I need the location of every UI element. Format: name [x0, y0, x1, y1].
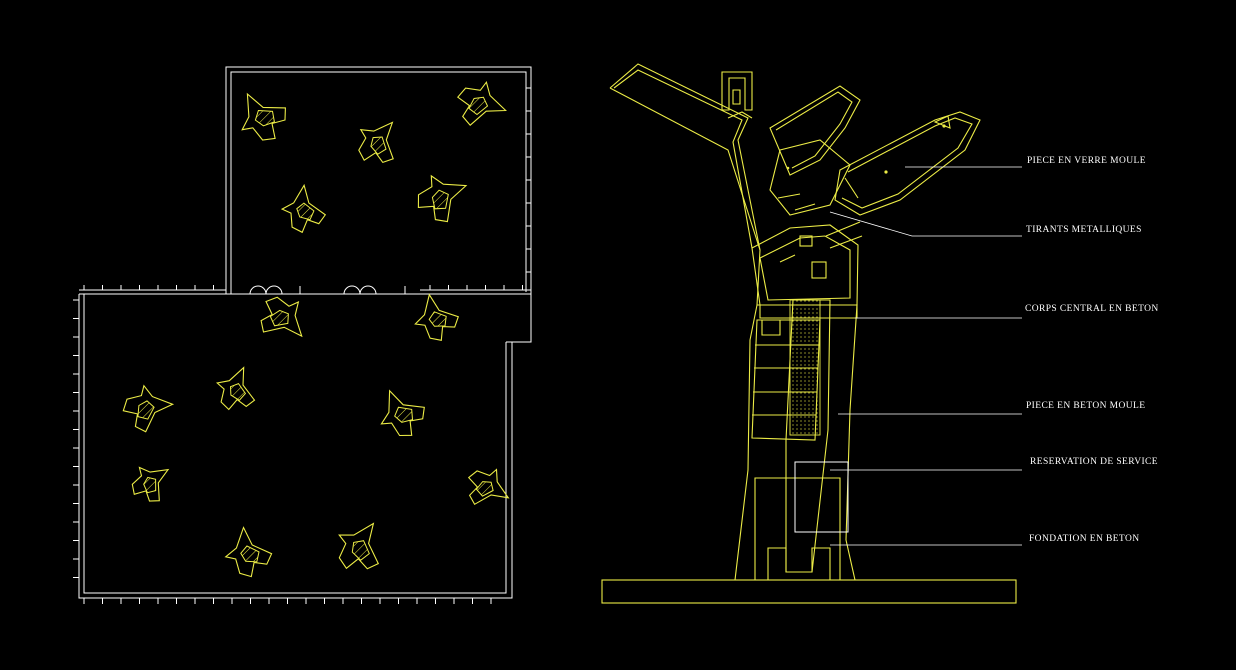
column-footprint — [280, 183, 327, 234]
ground-slab — [601, 579, 1017, 604]
door-swings — [249, 285, 406, 295]
precast-segments — [751, 299, 858, 441]
label-service-reservation: RESERVATION DE SERVICE — [1030, 457, 1158, 467]
column-footprint — [456, 80, 508, 126]
foundation — [754, 477, 841, 581]
branches — [609, 63, 981, 306]
label-metal-ties: TIRANTS METALLIQUES — [1026, 225, 1142, 235]
labels: PIECE EN VERRE MOULE TIRANTS METALLIQUES… — [1025, 156, 1159, 544]
service-reservation — [794, 461, 849, 533]
label-precast-concrete: PIECE EN BETON MOULE — [1026, 401, 1145, 411]
leader-lines — [829, 166, 1022, 546]
column-footprint — [241, 92, 286, 141]
label-glass-piece: PIECE EN VERRE MOULE — [1027, 156, 1146, 166]
grid-ticks — [73, 87, 531, 604]
plan-lower-wall — [78, 294, 531, 599]
column-footprint — [215, 366, 256, 411]
column-footprint — [417, 174, 468, 223]
column-footprint — [414, 293, 460, 341]
label-foundation: FONDATION EN BETON — [1029, 534, 1139, 544]
label-central-core: CORPS CENTRAL EN BETON — [1025, 304, 1159, 314]
column-footprint — [260, 296, 303, 338]
section-view: PIECE EN VERRE MOULE TIRANTS METALLIQUES… — [601, 63, 1159, 604]
column-footprint — [358, 121, 394, 164]
column-footprint — [380, 389, 425, 437]
column-footprint — [338, 522, 380, 570]
column-footprint — [131, 466, 170, 502]
column-footprint — [467, 468, 510, 506]
column-footprint — [122, 384, 175, 433]
column-footprint — [224, 526, 273, 578]
plan-columns — [122, 80, 510, 578]
plan-view — [73, 66, 532, 604]
